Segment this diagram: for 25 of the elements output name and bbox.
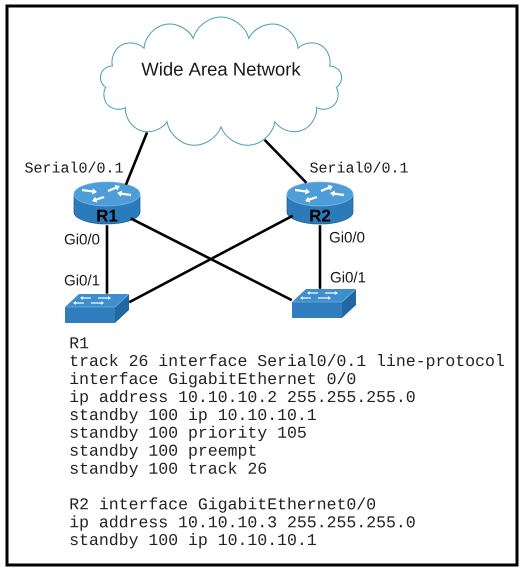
cloud: Wide Area Network xyxy=(100,16,342,146)
port-label: Gi0/1 xyxy=(330,272,366,283)
port-label: Gi0/0 xyxy=(330,232,364,243)
connection-line xyxy=(318,225,322,289)
port-label: Serial0/0.1 xyxy=(310,162,408,173)
config-line: ip address 10.10.10.2 255.255.255.0 xyxy=(70,390,415,406)
config-line: ip address 10.10.10.3 255.255.255.0 xyxy=(70,515,415,531)
config-line: interface GigabitEthernet 0/0 xyxy=(70,372,356,388)
port-label: Gi0/0 xyxy=(64,234,100,245)
connection-line xyxy=(106,225,108,294)
connection-line xyxy=(264,138,308,184)
config-line: standby 100 ip 10.10.10.1 xyxy=(70,408,316,424)
config-line: R2 interface GigabitEthernet0/0 xyxy=(70,497,376,513)
connection-line xyxy=(124,132,148,186)
router: R1 xyxy=(74,182,140,224)
switch xyxy=(64,294,130,323)
switch xyxy=(292,288,356,318)
config-line: standby 100 priority 105 xyxy=(70,426,306,442)
config-line: standby 100 ip 10.10.10.1 xyxy=(70,533,316,548)
router: R2 xyxy=(286,182,354,224)
config-line: track 26 interface Serial0/0.1 line-protocol xyxy=(70,354,504,370)
port-label: Serial0/0.1 xyxy=(25,162,123,173)
config-line: standby 100 track 26 xyxy=(70,462,266,478)
config-line: standby 100 preempt xyxy=(70,444,256,460)
port-label: Gi0/1 xyxy=(64,274,100,286)
